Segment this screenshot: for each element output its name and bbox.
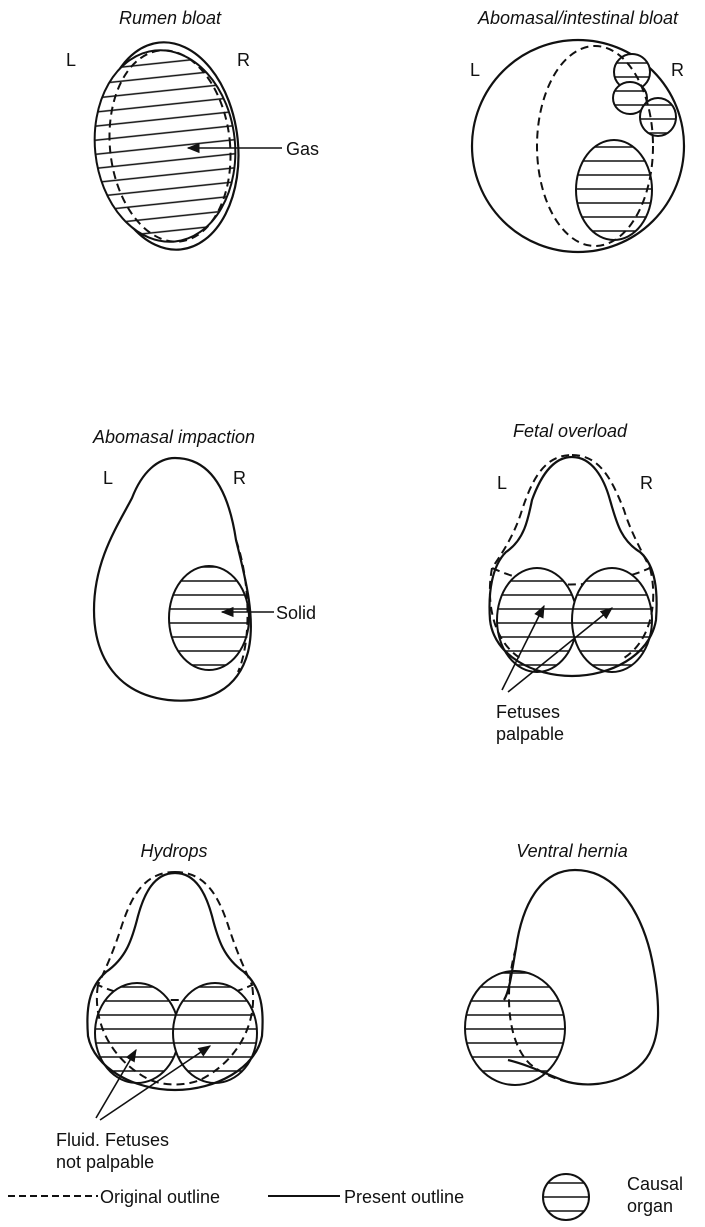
panel-title: Abomasal impaction (92, 427, 255, 447)
left-side-label: L (470, 60, 480, 80)
panel-title: Rumen bloat (119, 8, 222, 28)
fetuses-label-line1: Fetuses (496, 702, 560, 722)
legend: Original outline Present outline Causal … (8, 1174, 683, 1220)
panel-rumen-bloat: Rumen bloat L R Gas (66, 8, 319, 257)
legend-original-outline-label: Original outline (100, 1187, 220, 1207)
panel-title: Abomasal/intestinal bloat (477, 8, 679, 28)
intestinal-loop (640, 98, 676, 136)
panel-ventral-hernia: Ventral hernia (465, 841, 658, 1085)
panel-abomasal-intestinal-bloat: Abomasal/intestinal bloat L R (470, 8, 684, 252)
panel-title: Hydrops (140, 841, 207, 861)
panel-title: Ventral hernia (516, 841, 627, 861)
panel-hydrops: Hydrops Fluid. Fetuses not palpable (56, 841, 263, 1172)
panel-fetal-overload: Fetal overload L R Fetuses palpable (490, 421, 657, 744)
original-outline (492, 455, 650, 585)
legend-causal-organ-swatch (543, 1174, 589, 1220)
fluid-label-line1: Fluid. Fetuses (56, 1130, 169, 1150)
causal-organ-abomasum (576, 140, 652, 240)
causal-organ-uterus-right (173, 983, 257, 1083)
gas-label: Gas (286, 139, 319, 159)
right-side-label: R (237, 50, 250, 70)
legend-present-outline-label: Present outline (344, 1187, 464, 1207)
original-outline (98, 872, 252, 1000)
right-side-label: R (233, 468, 246, 488)
causal-organ-fetus-right (572, 568, 652, 672)
legend-causal-organ-label-line1: Causal (627, 1174, 683, 1194)
left-side-label: L (497, 473, 507, 493)
fetuses-label-line2: palpable (496, 724, 564, 744)
left-side-label: L (103, 468, 113, 488)
fluid-label-line2: not palpable (56, 1152, 154, 1172)
left-side-label: L (66, 50, 76, 70)
solid-label: Solid (276, 603, 316, 623)
panel-abomasal-impaction: Abomasal impaction L R Solid (92, 427, 316, 701)
legend-causal-organ-label-line2: organ (627, 1196, 673, 1216)
right-side-label: R (640, 473, 653, 493)
causal-organ-abomasum (169, 566, 249, 670)
panel-title: Fetal overload (513, 421, 628, 441)
right-side-label: R (671, 60, 684, 80)
causal-organ-hernia (465, 971, 565, 1085)
